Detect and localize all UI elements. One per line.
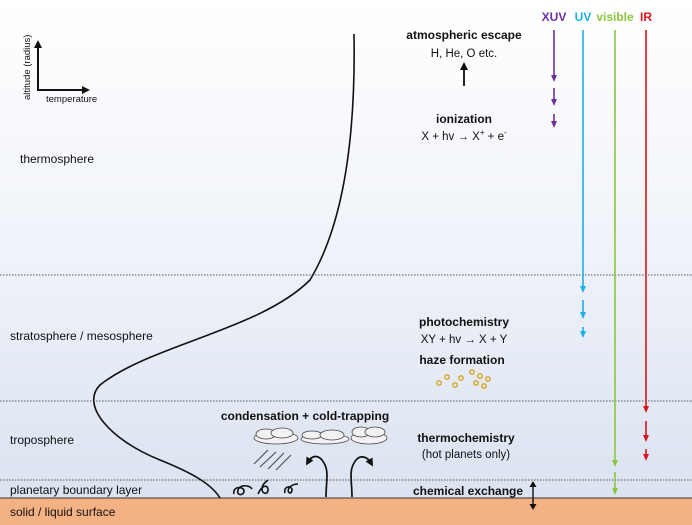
- layer-stratosphere-mesosphere: stratosphere / mesosphere: [10, 329, 153, 343]
- photochem-equation: XY + hv → X + Y: [421, 334, 508, 346]
- haze-particle: [444, 374, 450, 380]
- band-label-xuv: XUV: [542, 10, 567, 24]
- turbulent-eddies-icon: [233, 479, 299, 496]
- ionization-title: ionization: [436, 112, 492, 126]
- layer-thermosphere: thermosphere: [20, 152, 94, 166]
- haze-particle: [481, 383, 487, 389]
- band-label-ir: IR: [640, 10, 652, 24]
- ir-penetration-arrows: [643, 30, 649, 461]
- temperature-axis-label: temperature: [46, 94, 97, 105]
- haze-title: haze formation: [419, 353, 504, 367]
- altitude-axis-label: altitude (radius): [22, 35, 33, 100]
- ionization-eq-mid: + e: [484, 131, 504, 143]
- band-label-visible: visible: [596, 10, 634, 24]
- layer-surface: solid / liquid surface: [10, 505, 116, 519]
- haze-particle: [469, 369, 475, 375]
- layer-dividers: [0, 274, 692, 481]
- escape-title: atmospheric escape: [406, 28, 522, 42]
- band-label-uv: UV: [575, 10, 592, 24]
- sky-background: [0, 0, 692, 498]
- layer-troposphere: troposphere: [10, 433, 74, 447]
- cloud-icon: [253, 426, 388, 445]
- photochem-title: photochemistry: [419, 315, 509, 329]
- ionization-eq-sup2: -: [504, 128, 507, 137]
- ionization-eq-sup1: +: [480, 128, 485, 137]
- haze-particle: [452, 382, 458, 388]
- layer-boundary: planetary boundary layer: [10, 483, 142, 497]
- thermochem-note: (hot planets only): [422, 449, 510, 461]
- exchange-double-arrow: [529, 481, 537, 510]
- axes-legend: altitude (radius) temperature: [22, 35, 97, 105]
- thermochem-title: thermochemistry: [417, 431, 515, 445]
- haze-particles: [436, 369, 491, 389]
- temperature-profile-curve: [93, 33, 355, 499]
- haze-particle: [436, 380, 442, 386]
- ionization-eq-main: X + hv → X: [421, 131, 480, 143]
- haze-particle: [485, 376, 491, 382]
- xuv-penetration-arrows: [551, 30, 557, 128]
- exchange-title: chemical exchange: [413, 484, 523, 498]
- escape-species: H, He, O etc.: [431, 48, 497, 60]
- ionization-equation: X + hv → X+ + e-: [421, 128, 507, 143]
- haze-particle: [473, 380, 479, 386]
- surface-band: [0, 498, 692, 525]
- convection-plume-icon: [306, 455, 373, 498]
- haze-particle: [477, 373, 483, 379]
- uv-penetration-arrows: [580, 30, 586, 338]
- visible-penetration-arrows: [612, 30, 618, 495]
- condensation-title: condensation + cold-trapping: [221, 409, 389, 423]
- haze-particle: [458, 375, 464, 381]
- rain-streaks-icon: [253, 449, 292, 471]
